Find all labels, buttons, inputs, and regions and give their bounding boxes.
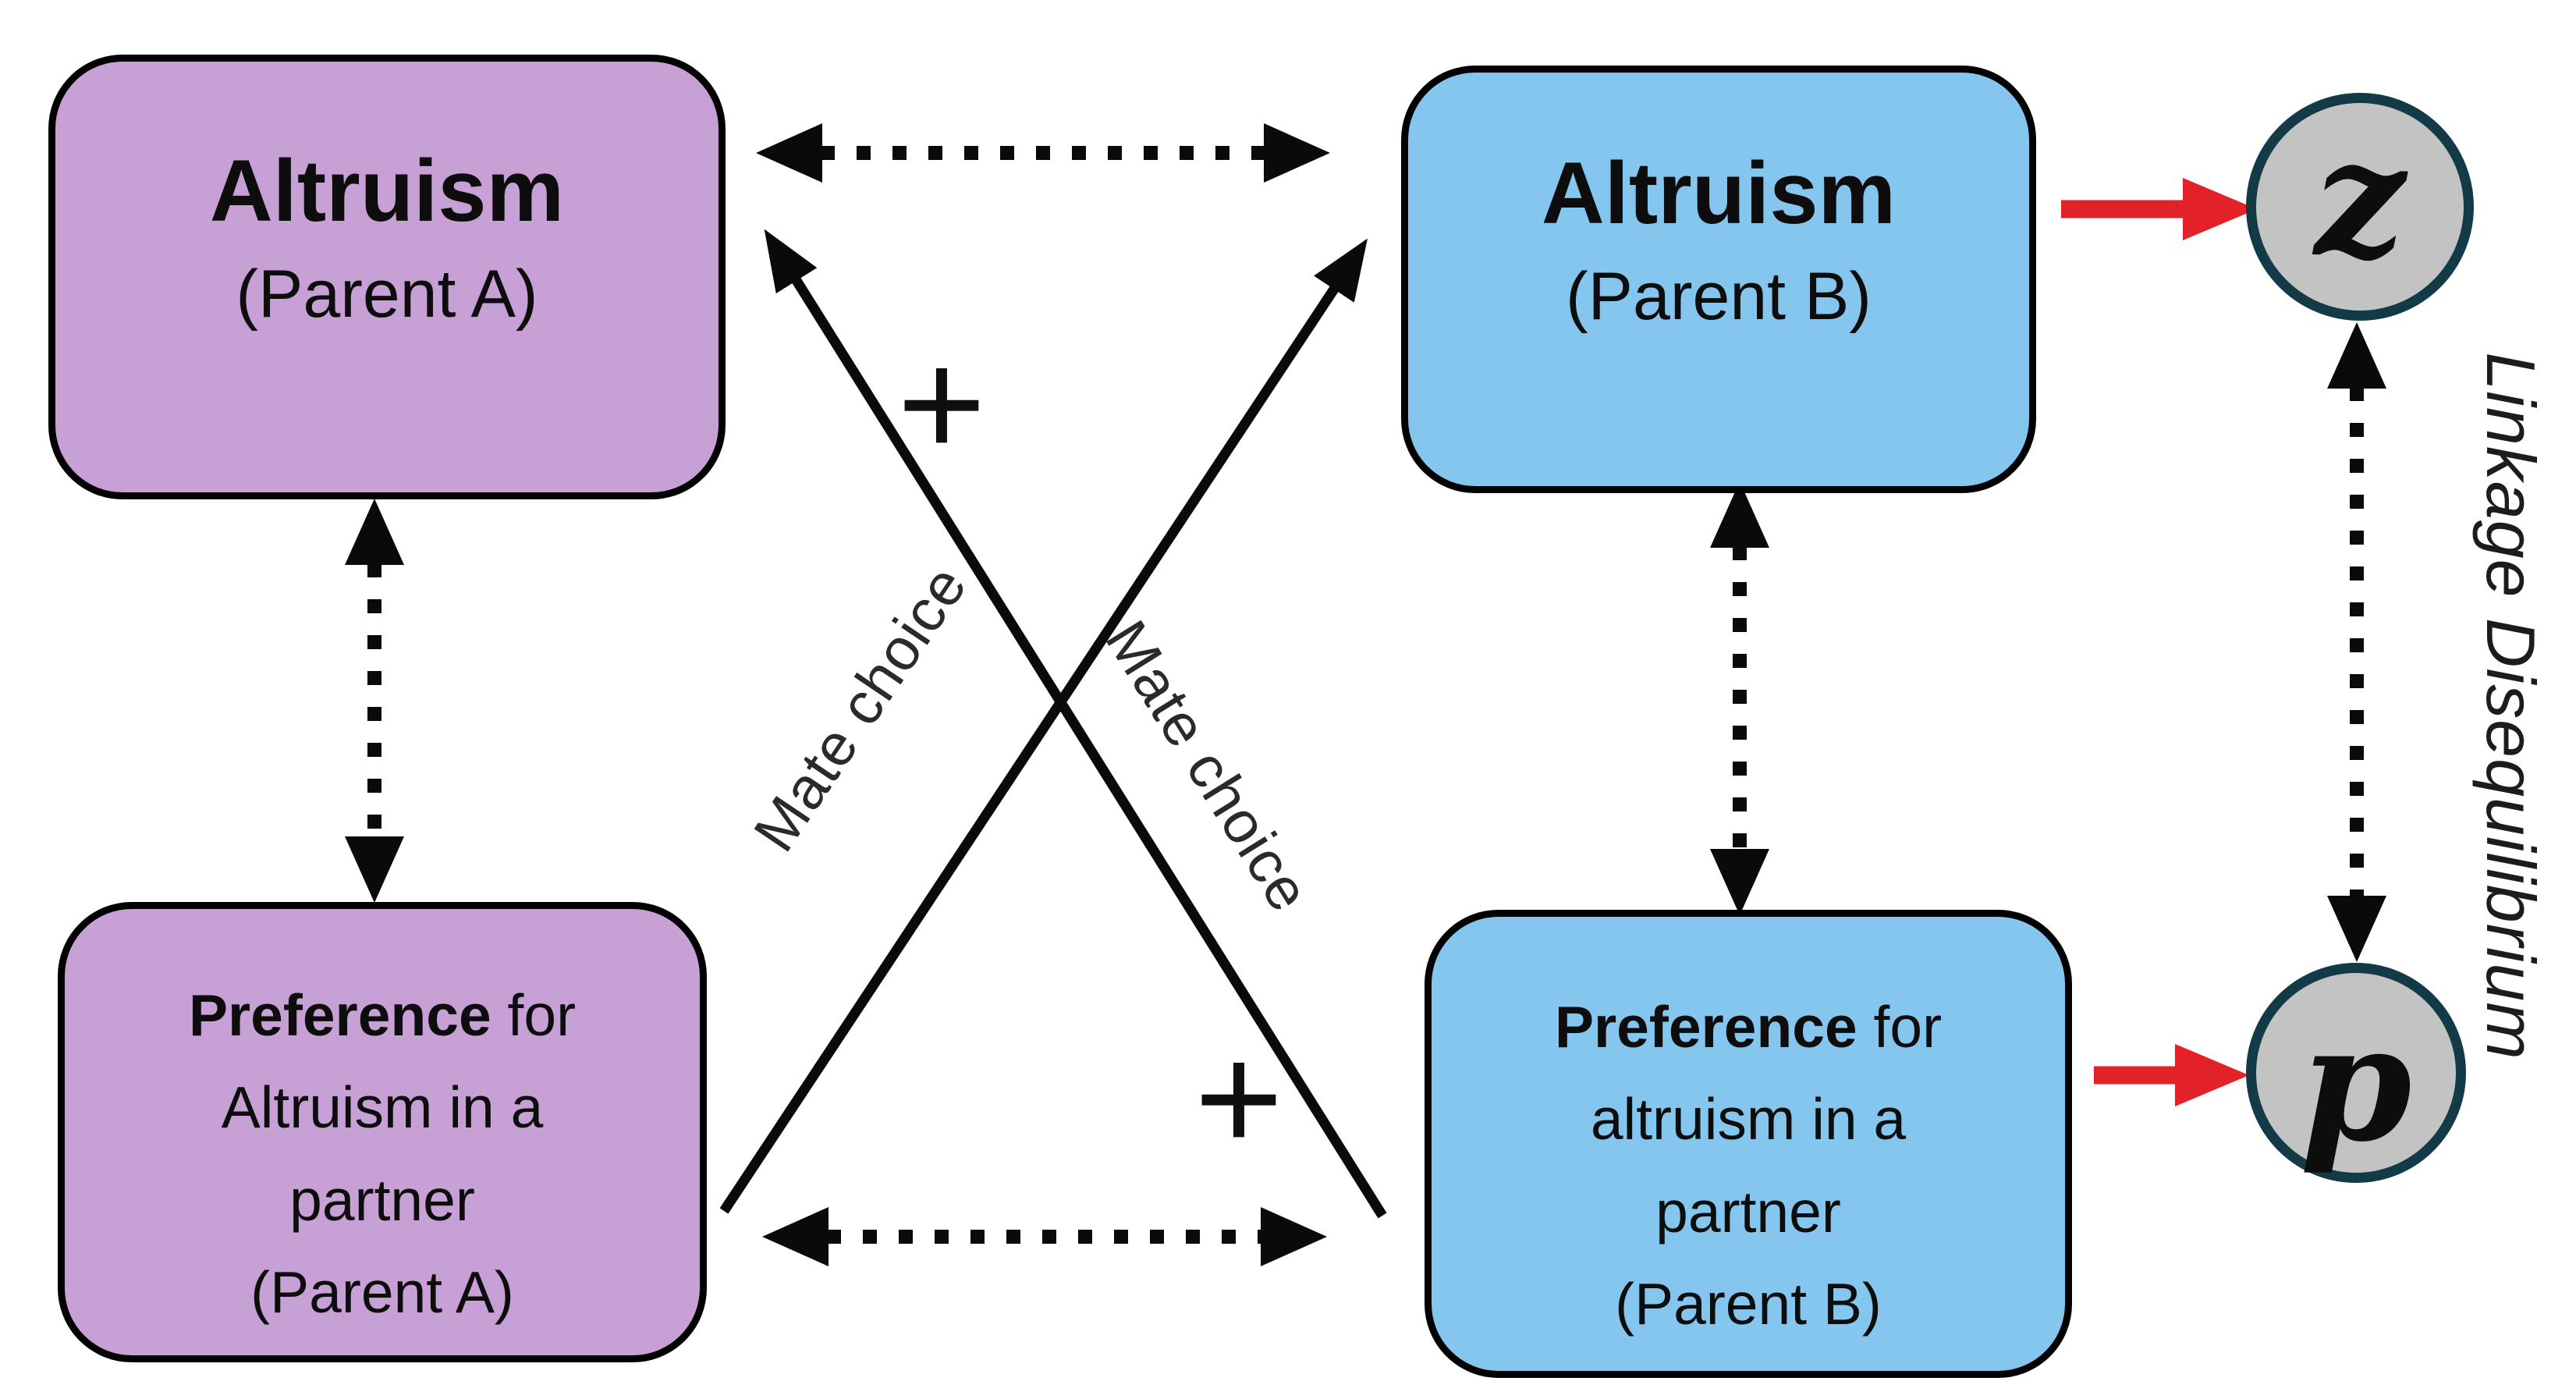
preference-b-line1: Preference for (1555, 981, 1942, 1074)
preference-b-line4: (Parent B) (1615, 1271, 1882, 1337)
linkage-disequilibrium-label: Linkage Disequilibrium (2472, 352, 2549, 1060)
altruism-parent-a-box: Altruism (Parent A) (48, 55, 726, 499)
plus-sign-bottom: + (1194, 1013, 1283, 1184)
preference-a-rest: for (491, 982, 577, 1048)
preference-a-line3: partner (289, 1166, 475, 1233)
preference-a-line2: Altruism in a (221, 1074, 544, 1140)
preference-a-bold: Preference (188, 982, 491, 1048)
altruism-b-subtitle: (Parent B) (1566, 258, 1872, 334)
preference-b-bold: Preference (1554, 993, 1857, 1060)
preference-b-line2: altruism in a (1590, 1086, 1907, 1152)
p-preference-node: p (2246, 963, 2466, 1183)
altruism-parent-b-box: Altruism (Parent B) (1401, 66, 2036, 493)
z-node-letter: z (2314, 105, 2406, 293)
preference-parent-b-box: Preference for altruism in a partner (Pa… (1425, 910, 2072, 1378)
preference-a-line1: Preference for (189, 969, 576, 1062)
z-phenotype-node: z (2246, 93, 2474, 321)
altruism-a-title: Altruism (209, 142, 565, 240)
preference-parent-a-box: Preference for Altruism in a partner (Pa… (58, 902, 707, 1362)
mate-choice-arrow-preference-a-to-altruism-b (719, 238, 1368, 1214)
preference-a-line4: (Parent A) (250, 1259, 514, 1325)
plus-sign-top: + (897, 318, 986, 489)
altruism-b-title: Altruism (1541, 144, 1897, 242)
preference-b-rest: for (1857, 993, 1943, 1060)
mate-choice-arrow-preference-b-to-altruism-a (764, 229, 1387, 1219)
preference-b-line3: partner (1655, 1178, 1841, 1245)
p-node-letter: p (2300, 989, 2412, 1177)
altruism-a-subtitle: (Parent A) (236, 256, 538, 332)
